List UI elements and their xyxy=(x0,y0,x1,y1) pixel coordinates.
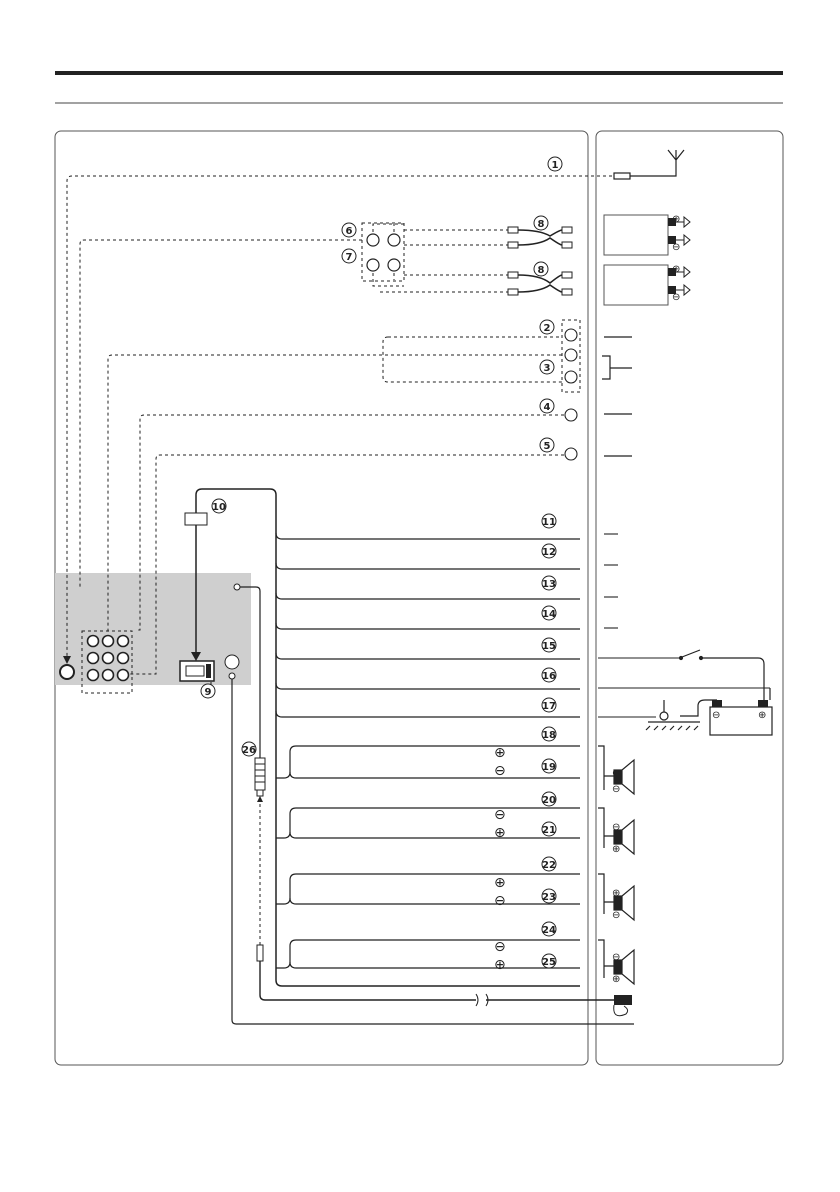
callout-10: 10 xyxy=(212,502,226,513)
rear-rca-jacks xyxy=(88,636,129,681)
svg-text:⊕: ⊕ xyxy=(494,745,506,761)
svg-text:⊕: ⊕ xyxy=(612,888,620,899)
svg-text:⊖: ⊖ xyxy=(494,763,506,779)
callout-26: 26 xyxy=(242,745,256,756)
callout-2: 2 xyxy=(544,323,551,334)
callout-22: 22 xyxy=(542,860,556,871)
rca-jacks-6-7 xyxy=(367,234,400,271)
callout-16: 16 xyxy=(542,671,556,682)
callout-21: 21 xyxy=(542,825,556,836)
callouts xyxy=(201,157,562,968)
svg-text:⊖: ⊖ xyxy=(612,910,620,921)
svg-text:⊕: ⊕ xyxy=(672,214,680,225)
rca-cable-rear xyxy=(518,275,562,292)
antenna-jack xyxy=(60,665,74,679)
header-rule-thick xyxy=(55,71,783,75)
speaker-leads xyxy=(276,746,580,968)
callout-11: 11 xyxy=(542,517,556,528)
callout-12: 12 xyxy=(542,547,556,558)
harness-plug xyxy=(185,513,207,525)
callout-8a: 8 xyxy=(538,219,545,230)
svg-text:⊖: ⊖ xyxy=(494,893,506,909)
callout-19: 19 xyxy=(542,762,556,773)
rca-cable-front xyxy=(518,230,562,245)
callout-7: 7 xyxy=(346,252,353,263)
callout-25: 25 xyxy=(542,957,556,968)
callout-23: 23 xyxy=(542,892,556,903)
gps-jack xyxy=(225,655,239,669)
remote-input-jack xyxy=(234,584,240,590)
rca-input-jacks xyxy=(565,329,577,460)
svg-text:⊖: ⊖ xyxy=(672,242,680,253)
svg-text:⊖: ⊖ xyxy=(494,939,506,955)
svg-text:⊕: ⊕ xyxy=(672,264,680,275)
callout-18: 18 xyxy=(542,730,556,741)
svg-text:⊖: ⊖ xyxy=(494,807,506,823)
antenna-icon xyxy=(614,150,684,179)
callout-8b: 8 xyxy=(538,265,545,276)
svg-text:⊖: ⊖ xyxy=(612,822,620,833)
callout-1: 1 xyxy=(552,160,559,171)
harness-leads xyxy=(276,533,580,717)
callout-5: 5 xyxy=(544,441,551,452)
remote-plug-icon xyxy=(255,758,265,796)
svg-text:⊕: ⊕ xyxy=(494,825,506,841)
callout-4: 4 xyxy=(544,402,551,413)
chassis-ground-icon xyxy=(646,700,700,730)
head-unit-rear xyxy=(55,573,251,685)
callout-14: 14 xyxy=(542,609,556,620)
ignition-switch-icon xyxy=(680,650,765,700)
svg-text:⊕: ⊕ xyxy=(612,974,620,985)
callout-3: 3 xyxy=(544,363,551,374)
svg-text:⊕: ⊕ xyxy=(494,875,506,891)
svg-text:⊖: ⊖ xyxy=(612,952,620,963)
callout-13: 13 xyxy=(542,579,556,590)
svg-text:⊖: ⊖ xyxy=(612,784,620,795)
svg-text:⊕: ⊕ xyxy=(758,710,766,721)
svg-text:⊕: ⊕ xyxy=(494,957,506,973)
svg-text:⊕: ⊕ xyxy=(612,768,620,779)
svg-text:⊕: ⊕ xyxy=(612,844,620,855)
svg-text:⊖: ⊖ xyxy=(712,710,720,721)
callout-20: 20 xyxy=(542,795,556,806)
svg-text:⊖: ⊖ xyxy=(672,292,680,303)
callout-6: 6 xyxy=(346,226,353,237)
callout-9: 9 xyxy=(205,687,212,698)
rca-output-group xyxy=(362,223,404,281)
callout-15: 15 xyxy=(542,641,556,652)
callout-24: 24 xyxy=(542,925,556,936)
harness-trunk xyxy=(196,489,580,986)
callout-17: 17 xyxy=(542,701,556,712)
